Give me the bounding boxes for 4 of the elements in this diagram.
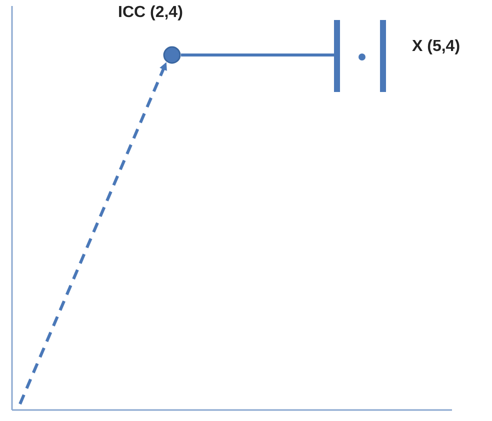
coordinate-label: ICC (2,4): [118, 4, 183, 22]
coordinate-label: X (5,4): [412, 38, 460, 56]
arrow: [18, 62, 168, 405]
connector-line: [181, 54, 334, 56]
